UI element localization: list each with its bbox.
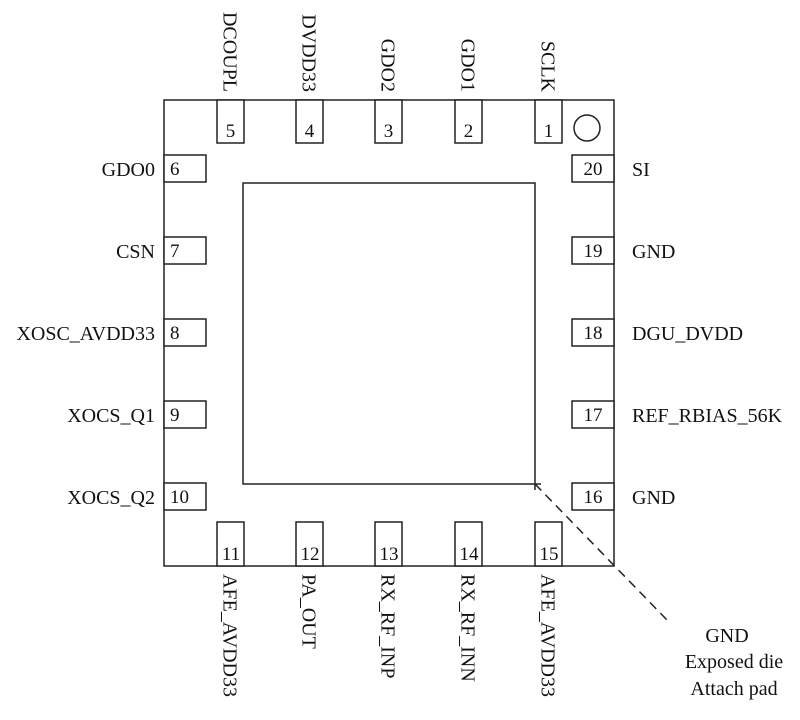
note-line-3: Attach pad [690, 678, 777, 700]
pin-pad [163, 154, 207, 183]
pin-label: AFE_AVDD33 [219, 574, 241, 697]
pin-pad [295, 99, 324, 144]
pin-pad [216, 521, 245, 567]
pin-pad [163, 400, 207, 429]
pin1-circle-marker [573, 114, 601, 142]
pin-number: 19 [584, 241, 603, 262]
pin-pad [571, 400, 615, 429]
pin-label: REF_RBIAS_56K [632, 405, 783, 427]
pin-18: 18 DGU_DVDD [571, 318, 743, 347]
pin-3: 3 GDO2 [374, 39, 403, 144]
pin-label: XOCS_Q1 [67, 405, 155, 427]
pin-number: 5 [226, 121, 236, 142]
pin-10: 10 XOCS_Q2 [67, 482, 207, 511]
pin-pad [571, 236, 615, 265]
pin-label: AFE_AVDD33 [537, 574, 559, 697]
exposed-pad-leader-line [534, 483, 669, 622]
pin-label: PA_OUT [298, 574, 320, 649]
pin-number: 17 [584, 405, 603, 426]
pin-label: XOCS_Q2 [67, 487, 155, 509]
pin-label: GND [632, 241, 675, 263]
pin-number: 2 [464, 121, 474, 142]
pin-1: 1 SCLK [534, 41, 563, 144]
pin-label: RX_RF_INP [377, 574, 399, 678]
pin-number: 3 [384, 121, 394, 142]
pin-pad [534, 99, 563, 144]
pins-top-row: 5 DCOUPL 4 DVDD33 3 GDO2 2 GDO1 1 SCLK [216, 12, 563, 144]
pin-pad [163, 482, 207, 511]
pin-label: RX_RF_INN [457, 574, 479, 682]
note-line-2: Exposed die [685, 651, 783, 673]
pin-number: 14 [460, 544, 480, 565]
pin-6: 6 GDO0 [102, 154, 207, 183]
pin-pad [571, 154, 615, 183]
pin-label: SCLK [537, 41, 559, 93]
pin-number: 11 [222, 544, 240, 565]
pin-2: 2 GDO1 [454, 39, 483, 144]
pin-number: 13 [380, 544, 399, 565]
pin-number: 10 [170, 487, 189, 508]
pin-number: 1 [544, 121, 554, 142]
pin-9: 9 XOCS_Q1 [67, 400, 207, 429]
pin-19: 19 GND [571, 236, 675, 265]
pin-pad [295, 521, 324, 567]
pin-number: 8 [170, 323, 180, 344]
pin-label: SI [632, 159, 650, 181]
pin-label: DCOUPL [219, 12, 241, 92]
pin-number: 16 [584, 487, 603, 508]
pin-number: 6 [170, 159, 180, 180]
exposed-pad-note: GND Exposed die Attach pad [685, 625, 783, 700]
pin-label: GDO2 [377, 39, 399, 92]
pin-pad [571, 318, 615, 347]
pin-pad [163, 318, 207, 347]
pin-label: GDO0 [102, 159, 155, 181]
pin-4: 4 DVDD33 [295, 14, 324, 144]
pin-20: 20 SI [571, 154, 650, 183]
pin-pad [374, 99, 403, 144]
pin-16: 16 GND [571, 482, 675, 511]
pin-number: 9 [170, 405, 180, 426]
pin-number: 12 [301, 544, 320, 565]
pin-8: 8 XOSC_AVDD33 [16, 318, 207, 347]
pin-number: 20 [584, 159, 603, 180]
pin-pad [163, 236, 207, 265]
pin-pad [534, 521, 563, 567]
pin-number: 4 [305, 121, 315, 142]
pin-label: DGU_DVDD [632, 323, 743, 345]
pin-pad [216, 99, 245, 144]
exposed-die-pad [242, 182, 536, 485]
pin-pad [374, 521, 403, 567]
pin-number: 15 [540, 544, 559, 565]
pin-pad [454, 99, 483, 144]
pin-label: DVDD33 [298, 14, 320, 92]
pin-5: 5 DCOUPL [216, 12, 245, 144]
pin-number: 18 [584, 323, 603, 344]
pin-pad [454, 521, 483, 567]
note-line-1: GND [705, 625, 748, 647]
pin-number: 7 [170, 241, 180, 262]
pin-label: XOSC_AVDD33 [16, 323, 155, 345]
pin-label: GND [632, 487, 675, 509]
pin-17: 17 REF_RBIAS_56K [571, 400, 783, 429]
pin-pad [571, 482, 615, 511]
pins-left-column: 6 GDO0 7 CSN 8 XOSC_AVDD33 9 XOCS_Q1 10 XOCS_Q2 [16, 154, 207, 511]
pin-7: 7 CSN [116, 236, 207, 265]
pin-label: CSN [116, 241, 155, 263]
pin-label: GDO1 [457, 39, 479, 92]
